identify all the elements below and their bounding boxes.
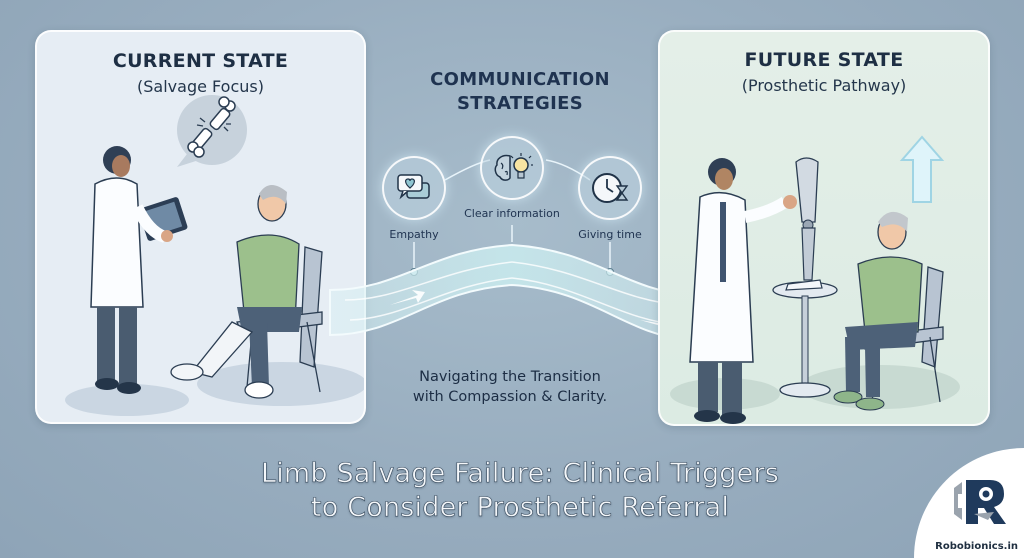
tagline-line2: with Compassion & Clarity. — [412, 389, 608, 405]
up-arrow-icon — [899, 135, 945, 203]
strategy-empathy — [382, 156, 446, 220]
future-state-subtitle: (Prosthetic Pathway) — [741, 76, 907, 95]
current-state-title: CURRENT STATE — [112, 50, 289, 72]
brain-lightbulb-icon — [494, 153, 533, 181]
strategy-giving-time — [578, 156, 642, 220]
future-state-panel: FUTURE STATE (Prosthetic Pathway) — [658, 30, 990, 426]
doctor-figure — [90, 146, 188, 394]
flow-arrow-left-icon — [390, 290, 425, 305]
patient-figure — [833, 211, 923, 411]
strategy-label-giving-time: Giving time — [578, 228, 642, 241]
robobionics-logo-icon — [954, 480, 1006, 524]
future-state-illustration — [670, 135, 960, 424]
main-title: Limb Salvage Failure: Clinical Triggers … — [160, 457, 880, 525]
strategy-clear-information — [480, 136, 544, 200]
heart-chat-bubbles-icon — [397, 174, 430, 200]
brand-name: Robobionics.in — [935, 541, 1018, 552]
main-title-line1: Limb Salvage Failure: Clinical Triggers — [260, 458, 780, 490]
strategy-label-clear-information: Clear information — [464, 207, 560, 220]
broken-bone-icon — [177, 95, 247, 167]
patient-figure — [170, 184, 302, 399]
brand-logo-corner: Robobionics.in — [914, 448, 1024, 558]
main-title-line2: to Consider Prosthetic Referral — [310, 492, 730, 524]
future-state-title: FUTURE STATE — [744, 49, 904, 71]
comm-title-line1: COMMUNICATION — [430, 69, 610, 90]
strategy-label-empathy: Empathy — [389, 228, 439, 241]
clock-hourglass-icon — [592, 173, 629, 203]
doctor-figure — [689, 158, 797, 424]
prosthetic-leg-on-stand — [772, 157, 838, 398]
tagline-line1: Navigating the Transition — [419, 369, 601, 385]
comm-title-line2: STRATEGIES — [457, 93, 583, 114]
current-state-subtitle: (Salvage Focus) — [137, 77, 264, 96]
communication-strategies-title: COMMUNICATION STRATEGIES — [380, 68, 660, 116]
current-state-panel: CURRENT STATE (Salvage Focus) — [35, 30, 366, 424]
transition-tagline: Navigating the Transition with Compassio… — [380, 367, 640, 407]
current-state-illustration — [65, 95, 364, 416]
bandaged-leg — [170, 321, 254, 381]
